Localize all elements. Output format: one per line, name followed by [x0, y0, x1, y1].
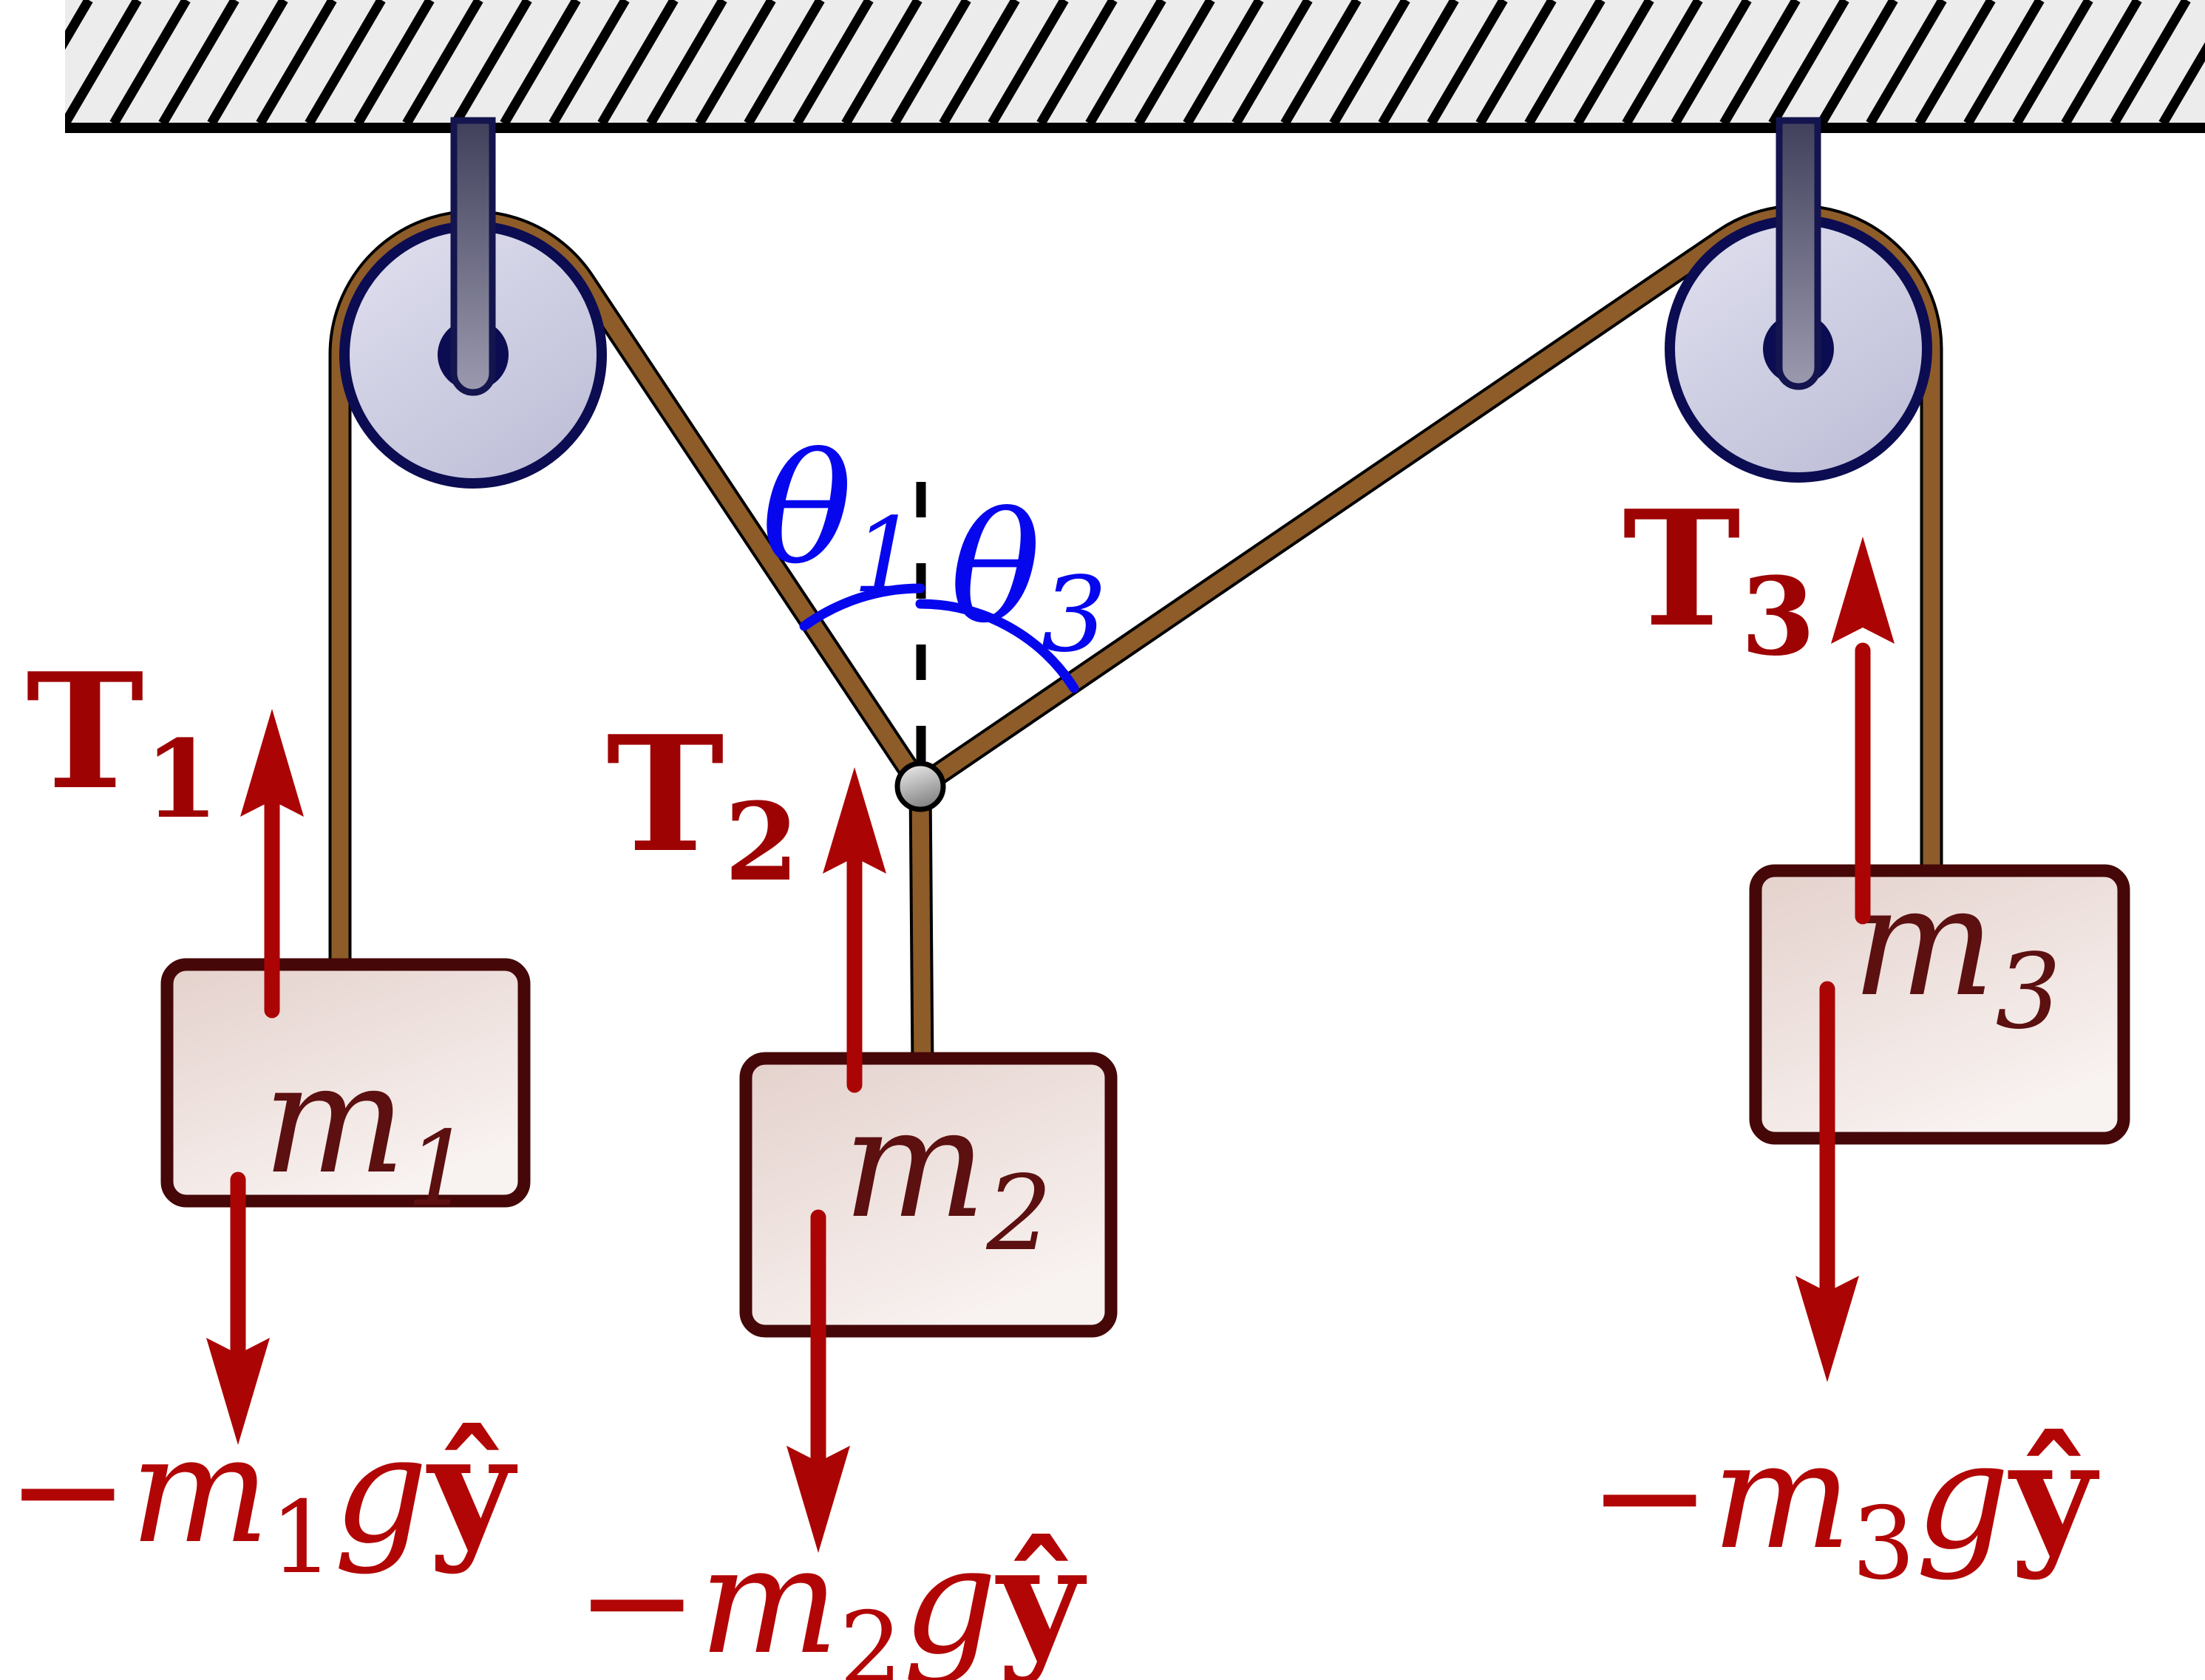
weight2-arrow — [786, 1209, 850, 1553]
tension1-subscript: 1 — [144, 717, 219, 843]
right-pulley — [1665, 117, 1932, 483]
tension2-arrow-head — [823, 767, 886, 874]
weight3-arrow-head — [1795, 1276, 1859, 1382]
weight3-label: −m3gŷ — [1588, 1409, 2099, 1602]
weight2-label: −m2gŷ — [575, 1514, 1087, 1680]
weight2-arrow-head — [786, 1446, 850, 1553]
left-pulley-axle-rod — [450, 117, 496, 396]
theta1-symbol: θ — [761, 422, 852, 598]
weight3-g: g — [1915, 1410, 2010, 1582]
mass2-symbol: m — [843, 1076, 986, 1252]
theta1-arc — [799, 583, 925, 631]
weight2-subscript: 2 — [839, 1591, 903, 1680]
weight2-minus-m: −m — [575, 1515, 839, 1680]
ceiling — [65, 0, 2205, 133]
tension1-label: T1 — [26, 638, 219, 843]
mass2-label: m2 — [843, 1076, 1052, 1274]
mass1-label: m1 — [262, 1032, 472, 1230]
weight1-arrow-head — [206, 1338, 270, 1445]
mass3-box — [1749, 864, 2130, 1145]
weight1-g: g — [333, 1404, 428, 1577]
theta3-subscript: 3 — [1041, 555, 1107, 676]
theta3-arc — [915, 599, 1079, 693]
tension2-symbol: T — [606, 701, 724, 888]
weight1-label: −m1gŷ — [6, 1403, 517, 1596]
weight1-minus-m: −m — [6, 1404, 270, 1577]
weight3-arrow — [1795, 981, 1859, 1382]
tension1-symbol: T — [26, 638, 144, 825]
weight3-yhat: ŷ — [2008, 1409, 2099, 1582]
left-pulley — [339, 117, 607, 489]
tension3-arrow-head — [1831, 537, 1895, 644]
weight1-arrow — [206, 1171, 270, 1445]
theta3-label: θ3 — [950, 481, 1107, 676]
theta1-subscript: 1 — [852, 496, 918, 616]
ceiling-hatch-pattern — [65, 0, 2205, 123]
tension1-arrow-head — [240, 709, 304, 817]
weight3-subscript: 3 — [1852, 1486, 1915, 1602]
tension3-subscript: 3 — [1741, 554, 1815, 680]
weight3-minus-m: −m — [1588, 1410, 1852, 1582]
mass2-subscript: 2 — [985, 1154, 1052, 1274]
right-pulley-axle-rod — [1776, 117, 1821, 390]
weight1-subscript: 1 — [270, 1480, 333, 1596]
mass3-subscript: 3 — [1995, 932, 2061, 1052]
tension2-subscript: 2 — [724, 780, 799, 905]
theta3-symbol: θ — [950, 481, 1041, 657]
weight1-yhat: ŷ — [426, 1403, 517, 1577]
tension2-arrow — [823, 767, 886, 1093]
mass2-box — [739, 1052, 1118, 1338]
weight2-g: g — [903, 1515, 997, 1680]
mass1-symbol: m — [262, 1032, 406, 1208]
mass3-symbol: m — [1852, 854, 1995, 1030]
tension1-arrow — [240, 709, 304, 1018]
tension3-label: T3 — [1623, 475, 1815, 680]
mass3-label: m3 — [1852, 854, 2061, 1052]
tension3-symbol: T — [1623, 475, 1741, 662]
mass1-box — [160, 958, 531, 1208]
weight2-yhat: ŷ — [995, 1514, 1087, 1680]
junction-knot — [894, 761, 946, 812]
tension3-arrow — [1831, 537, 1895, 925]
theta1-label: θ1 — [761, 422, 919, 616]
tension2-label: T2 — [606, 701, 799, 905]
mass1-subscript: 1 — [406, 1109, 472, 1230]
